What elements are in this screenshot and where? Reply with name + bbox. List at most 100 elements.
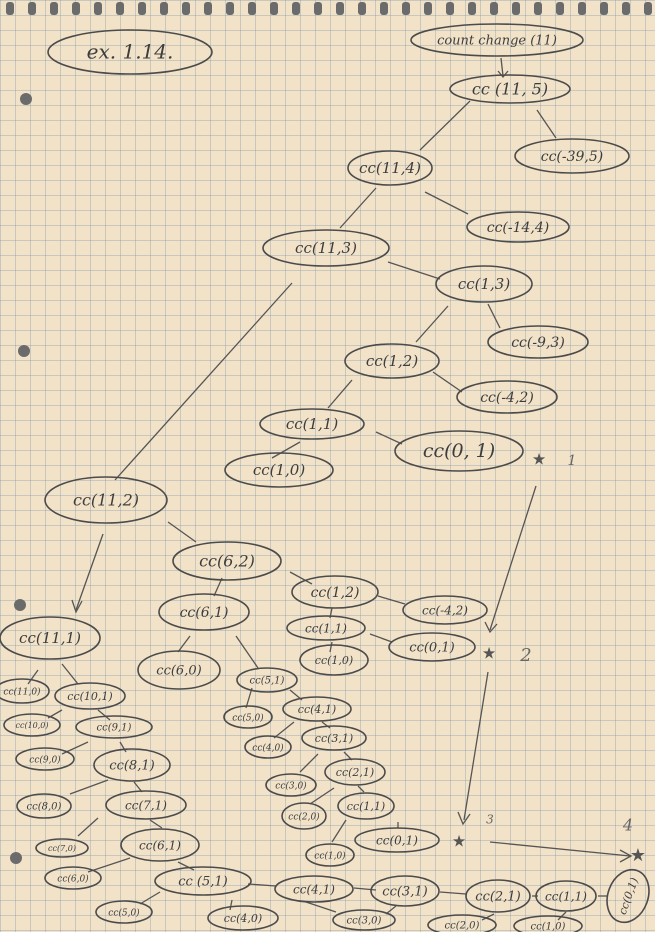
node-ellipse bbox=[435, 265, 533, 303]
spiral-hole bbox=[556, 2, 564, 15]
node-label: cc (5,1) bbox=[178, 875, 228, 890]
node-ellipse bbox=[137, 650, 221, 690]
spiral-hole bbox=[358, 2, 366, 15]
tree-node: cc(3,1) bbox=[301, 725, 367, 751]
spiral-hole bbox=[468, 2, 476, 15]
node-ellipse bbox=[324, 758, 386, 786]
spiral-hole bbox=[292, 2, 300, 15]
spiral-hole bbox=[336, 2, 344, 15]
spiral-hole bbox=[138, 2, 146, 15]
tree-node: cc(0, 1) bbox=[394, 430, 524, 472]
tree-node: cc(11,3) bbox=[262, 229, 390, 267]
node-label: cc(-14,4) bbox=[487, 220, 550, 236]
node-ellipse bbox=[354, 827, 440, 853]
tree-node: cc(6,2) bbox=[172, 541, 282, 581]
node-ellipse bbox=[35, 838, 89, 858]
punch-hole bbox=[10, 852, 22, 864]
tree-node: cc(1,0) bbox=[299, 644, 369, 676]
spiral-hole bbox=[94, 2, 102, 15]
tree-node: cc(1,0) bbox=[513, 915, 583, 932]
spiral-hole bbox=[380, 2, 388, 15]
node-ellipse bbox=[15, 747, 75, 771]
node-ellipse bbox=[54, 682, 126, 710]
tree-node: cc(2,0) bbox=[281, 802, 327, 830]
spiral-hole bbox=[314, 2, 322, 15]
tree-node: cc(11,4) bbox=[347, 150, 433, 186]
node-label: cc(7,1) bbox=[125, 799, 167, 813]
punch-hole bbox=[18, 345, 30, 357]
node-label: cc(9,1) bbox=[97, 723, 132, 734]
step-mark-3: 3 bbox=[486, 813, 494, 827]
node-label: cc(-39,5) bbox=[541, 149, 604, 165]
node-label: cc(3,1) bbox=[315, 732, 353, 745]
tree-node: cc(1,2) bbox=[291, 575, 379, 609]
node-label: cc(4,0) bbox=[224, 912, 262, 925]
node-ellipse bbox=[93, 748, 171, 782]
node-ellipse bbox=[259, 408, 365, 440]
spiral-hole bbox=[28, 2, 36, 15]
star-mark: ★ bbox=[452, 832, 466, 851]
node-label: cc(3,1) bbox=[382, 885, 427, 900]
node-ellipse bbox=[3, 713, 61, 737]
node-ellipse bbox=[236, 667, 298, 693]
node-ellipse bbox=[606, 868, 650, 924]
tree-node: cc(-14,4) bbox=[466, 211, 570, 243]
spiral-binding bbox=[6, 2, 652, 15]
node-label: cc(6,0) bbox=[156, 664, 201, 679]
node-ellipse bbox=[281, 802, 327, 830]
node-ellipse bbox=[0, 616, 101, 660]
step-mark-4: 4 bbox=[622, 816, 633, 835]
node-ellipse bbox=[120, 828, 200, 862]
tree-node: cc(3,1) bbox=[370, 875, 440, 907]
tree-nodes: cc (11, 5) cc(11,4) cc(-39,5) cc(11,3) cc(-1… bbox=[0, 74, 650, 932]
tree-node: cc(11,2) bbox=[44, 476, 168, 524]
node-label: cc(2,0) bbox=[445, 921, 480, 932]
node-label: cc(6,2) bbox=[199, 552, 255, 571]
tree-node: cc (11, 5) bbox=[449, 74, 571, 104]
tree-node: cc(2,1) bbox=[324, 758, 386, 786]
node-label: cc(4,1) bbox=[298, 703, 336, 716]
node-ellipse bbox=[286, 615, 366, 641]
node-ellipse bbox=[244, 735, 292, 759]
node-label: cc(1,3) bbox=[458, 275, 511, 293]
node-label: cc(1,0) bbox=[531, 922, 566, 932]
node-ellipse bbox=[337, 792, 395, 820]
tree-node: cc(10,0) bbox=[3, 713, 61, 737]
spiral-hole bbox=[402, 2, 410, 15]
tree-node: cc(1,3) bbox=[435, 265, 533, 303]
node-label: cc(0, 1) bbox=[423, 440, 495, 462]
node-ellipse bbox=[44, 476, 168, 524]
node-label: cc(1,0) bbox=[253, 461, 306, 479]
spiral-hole bbox=[226, 2, 234, 15]
node-label: cc(6,0) bbox=[57, 874, 89, 885]
tree-node: cc(9,0) bbox=[15, 747, 75, 771]
node-ellipse bbox=[0, 678, 50, 704]
node-label: cc(2,0) bbox=[288, 812, 320, 823]
step-mark-2: 2 bbox=[519, 645, 531, 666]
node-label: cc(5,0) bbox=[232, 713, 264, 724]
tree-node: cc(-4,2) bbox=[402, 595, 488, 625]
tree-node: cc(4,1) bbox=[282, 696, 352, 722]
tree-node: cc(2,1) bbox=[465, 879, 531, 913]
top-note-ellipse bbox=[410, 23, 584, 57]
node-label: cc(6,1) bbox=[139, 839, 181, 853]
node-label: cc(-4,2) bbox=[422, 604, 468, 618]
node-label: cc(5,1) bbox=[250, 676, 285, 687]
punch-hole bbox=[20, 93, 32, 105]
tree-node: cc(1,1) bbox=[535, 880, 597, 912]
tree-node: cc(6,0) bbox=[137, 650, 221, 690]
spiral-hole bbox=[512, 2, 520, 15]
spiral-hole bbox=[490, 2, 498, 15]
node-ellipse bbox=[402, 595, 488, 625]
node-label: cc(4,0) bbox=[252, 743, 284, 754]
node-label: cc(0,1) bbox=[409, 641, 454, 656]
tree-node: cc(11,0) bbox=[0, 678, 50, 704]
node-label: cc(11,2) bbox=[73, 491, 139, 510]
tree-node: cc(6,1) bbox=[158, 593, 250, 631]
node-ellipse bbox=[347, 150, 433, 186]
tree-node: cc(5,1) bbox=[236, 667, 298, 693]
node-label: cc(1,0) bbox=[314, 851, 346, 862]
node-label: cc (11, 5) bbox=[472, 80, 548, 99]
spiral-hole bbox=[160, 2, 168, 15]
